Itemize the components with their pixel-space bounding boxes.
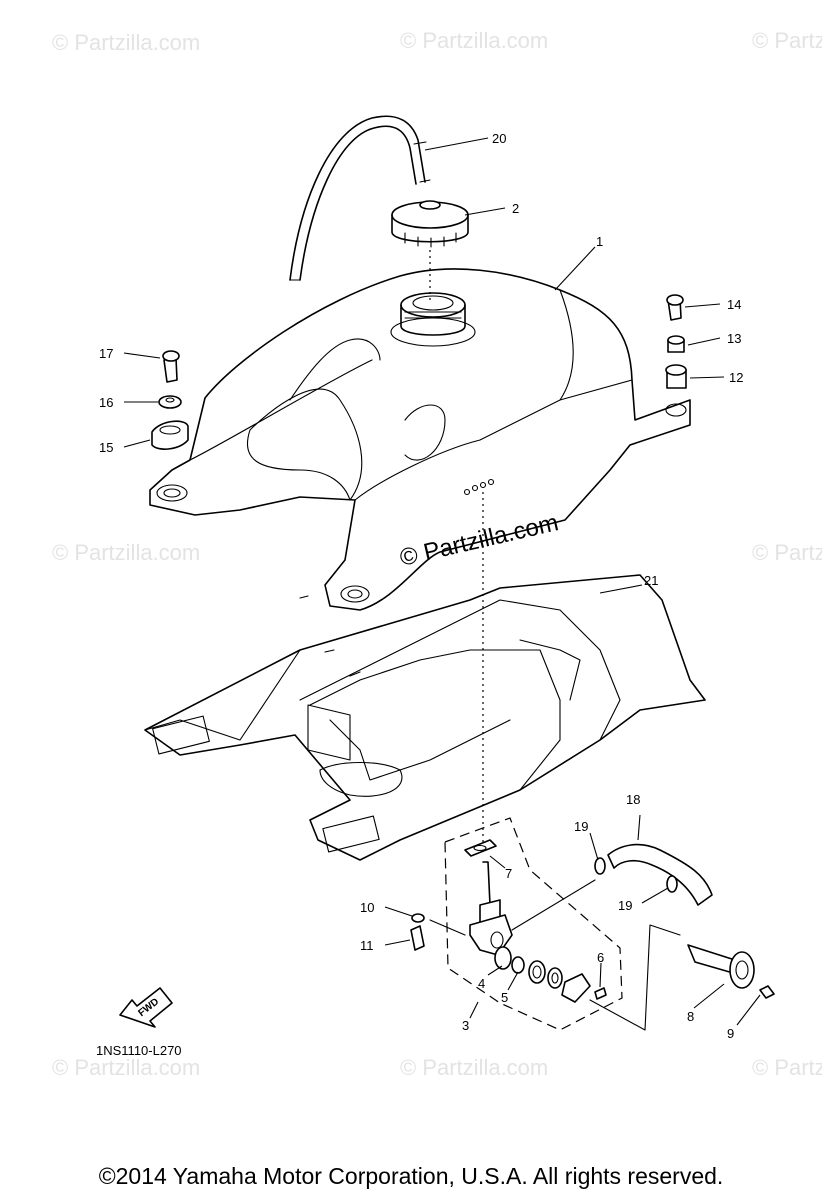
callout-leaders [123, 137, 761, 1026]
callout-13: 13 [727, 331, 741, 346]
part-12-13-14-right-mount [665, 294, 687, 389]
callout-6: 6 [597, 950, 604, 965]
callout-5: 5 [501, 990, 508, 1005]
callout-19: 19 [574, 819, 588, 834]
part-18-fuel-hose [594, 843, 713, 906]
callout-20: 20 [492, 131, 506, 146]
watermark: © Partzilla.com [400, 1055, 548, 1080]
callout-17: 17 [99, 346, 113, 361]
callout-8: 8 [687, 1009, 694, 1024]
diagram-code: 1NS1110-L270 [96, 1043, 182, 1058]
alignment-lines [429, 250, 484, 845]
callout-11: 11 [360, 938, 374, 953]
watermark: © Partzilla.com [52, 540, 200, 565]
callout-3: 3 [462, 1018, 469, 1033]
callout-14: 14 [727, 297, 741, 312]
callout-12: 12 [729, 370, 743, 385]
part-8-strainer [687, 944, 775, 999]
callout-2: 2 [512, 201, 519, 216]
watermark: © Partzilla.com [752, 1055, 822, 1080]
part-21-bracket [144, 574, 706, 861]
watermark: © Partzilla.com [752, 28, 822, 53]
callout-9: 9 [727, 1026, 734, 1041]
callout-19: 19 [618, 898, 632, 913]
callout-1: 1 [596, 234, 603, 249]
callout-10: 10 [360, 900, 374, 915]
part-15-16-17-left-mount [151, 350, 189, 450]
callout-7: 7 [505, 866, 512, 881]
watermark: © Partzilla.com [52, 30, 200, 55]
part-1-fuel-tank [149, 268, 691, 611]
watermark: © Partzilla.com [752, 540, 822, 565]
callout-15: 15 [99, 440, 113, 455]
part-3-fuel-cock-assembly [410, 817, 681, 1031]
watermark: © Partzilla.com [52, 1055, 200, 1080]
callout-4: 4 [478, 976, 485, 991]
watermark: © Partzilla.com [400, 28, 548, 53]
callout-18: 18 [626, 792, 640, 807]
callout-21: 21 [644, 573, 658, 588]
fwd-arrow-icon: FWD [119, 987, 173, 1028]
callout-numbers: 20 2 1 14 13 12 17 16 15 21 18 19 19 7 1… [99, 131, 743, 1041]
part-20-vent-hose [289, 115, 431, 281]
callout-16: 16 [99, 395, 113, 410]
background-watermarks: © Partzilla.com © Partzilla.com © Partzi… [52, 28, 822, 1080]
copyright-notice: ©2014 Yamaha Motor Corporation, U.S.A. A… [98, 1163, 724, 1189]
